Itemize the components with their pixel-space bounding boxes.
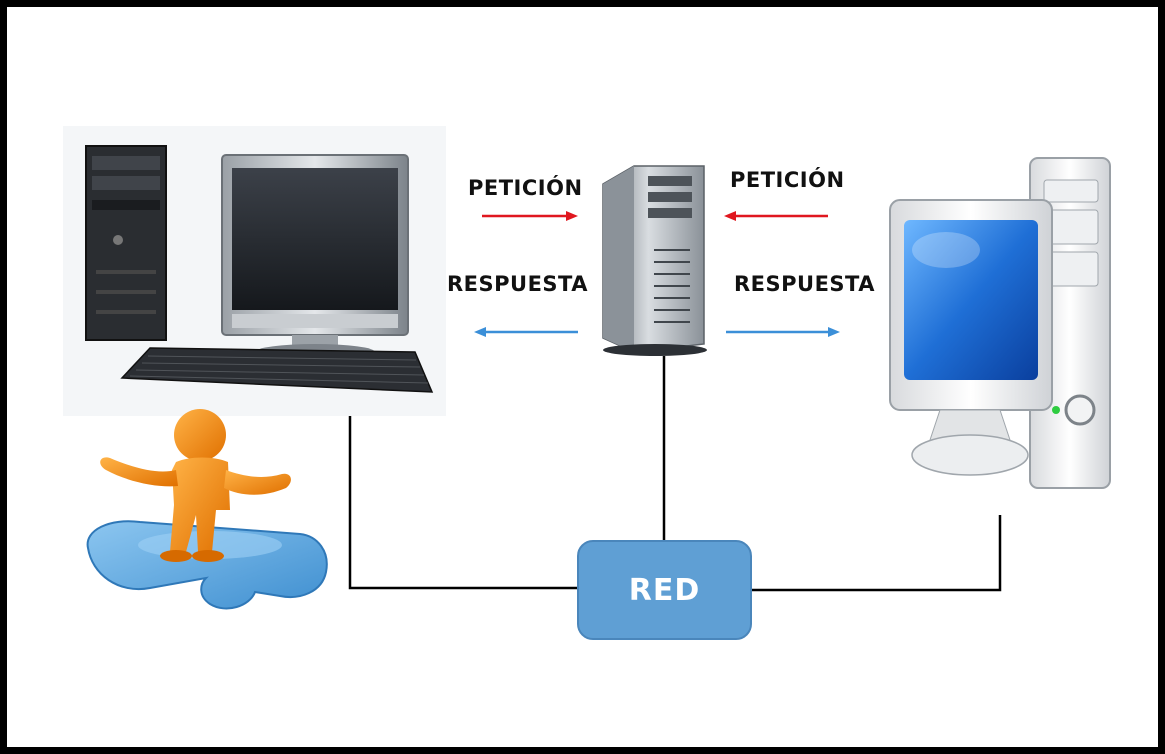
right-request-label: PETICIÓN: [730, 168, 845, 192]
response-arrow-right: [726, 327, 840, 337]
right-pc-connection: [752, 515, 1002, 592]
desktop-pc-icon: [63, 126, 446, 416]
response-arrow-left: [474, 327, 578, 337]
client-computer-icon: [889, 157, 1111, 489]
person-puzzle-icon: [86, 409, 328, 610]
network-box: RED: [577, 540, 752, 640]
network-connections: [348, 356, 1002, 592]
left-pc-connection: [348, 416, 578, 590]
request-arrow-left: [482, 211, 578, 221]
left-response-label: RESPUESTA: [447, 272, 588, 296]
network-label: RED: [628, 572, 701, 608]
server-tower-icon: [602, 165, 707, 356]
request-arrow-right: [724, 211, 828, 221]
left-request-label: PETICIÓN: [468, 176, 583, 200]
right-response-label: RESPUESTA: [734, 272, 875, 296]
